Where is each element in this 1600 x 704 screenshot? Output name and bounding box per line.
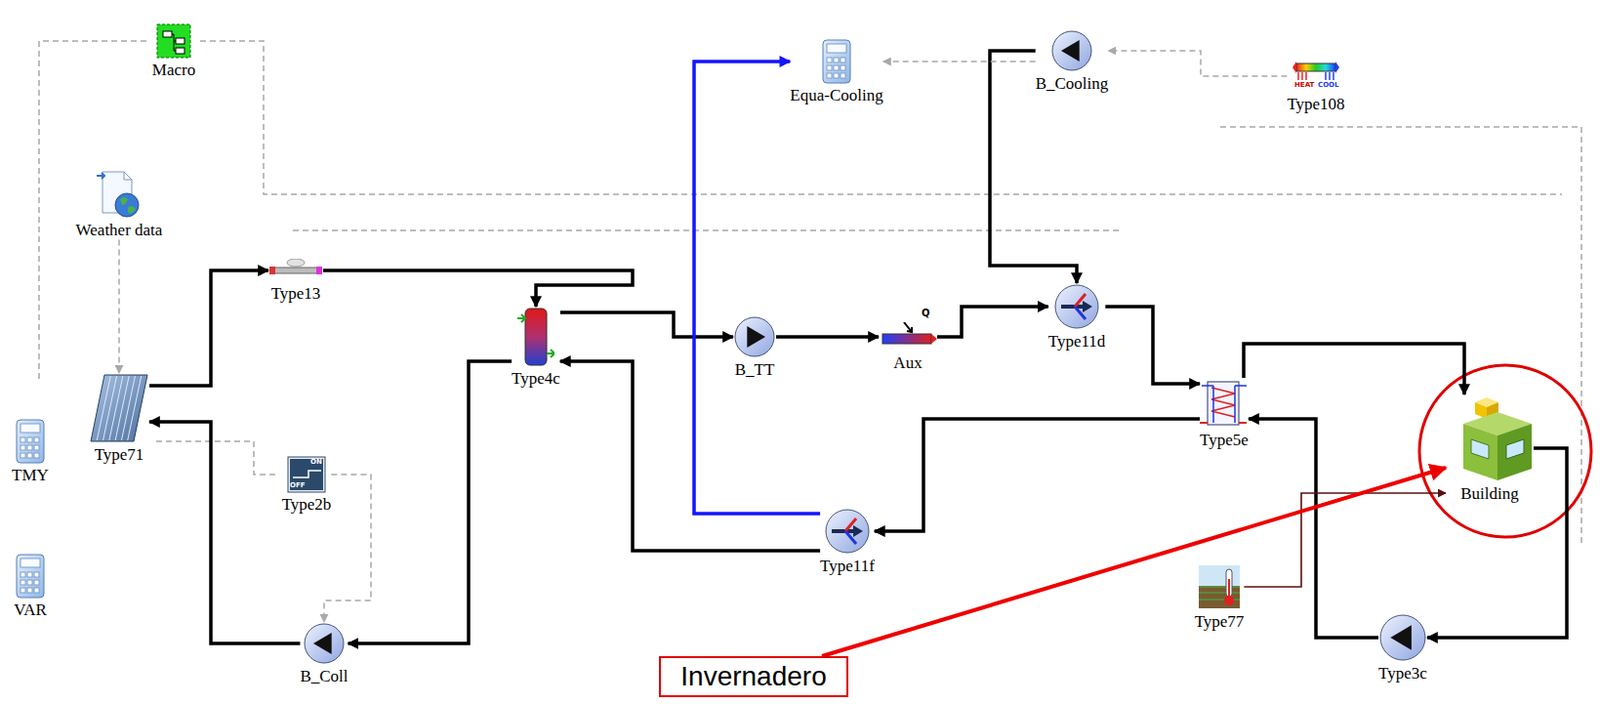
component-label: Type77 [1194, 612, 1245, 632]
control-connector [118, 240, 121, 373]
pump-icon [733, 315, 777, 359]
icon-text: COOL [1317, 82, 1340, 89]
icon-text: HEAT [1294, 82, 1314, 89]
component-macro: Macro [152, 23, 196, 81]
component-pump: Type3c [1378, 613, 1428, 684]
diverter-icon [823, 507, 871, 555]
ground-icon [1196, 563, 1242, 611]
component-label: B_Coll [299, 666, 348, 687]
component-label: Building [1460, 484, 1519, 504]
weather-icon [94, 169, 144, 219]
component-pump: B_Cooling [1035, 29, 1109, 94]
component-label: Type5e [1199, 430, 1249, 451]
pipe-connector [348, 361, 513, 644]
pipe-connector [560, 361, 821, 551]
component-label: B_TT [735, 360, 776, 380]
control-connector [1107, 50, 1287, 77]
heater-icon [878, 322, 938, 352]
component-label: Type11f [820, 556, 875, 576]
component-hx: Type5e [1199, 377, 1249, 451]
component-label: Invernadero [680, 660, 826, 693]
callout-box: Invernadero [658, 656, 848, 698]
component-label: Weather data [76, 220, 164, 241]
pump-icon [1378, 613, 1428, 662]
pipe-connector [323, 270, 633, 307]
component-ground: Type77 [1194, 563, 1245, 632]
component-collector: Type71 [88, 372, 150, 465]
component-weather: Weather data [76, 169, 164, 241]
pipe-icon [268, 258, 324, 283]
component-label: Type11d [1048, 331, 1107, 352]
calc-icon [14, 418, 46, 464]
pipe-connector [937, 306, 1049, 337]
component-label: Type108 [1286, 94, 1345, 115]
component-label: Type3c [1378, 663, 1428, 684]
pipe-connector [1243, 492, 1446, 587]
component-label: Type4c [511, 369, 561, 389]
component-label: Type2b [282, 494, 332, 515]
control-connector [883, 60, 1036, 63]
pump-icon [1050, 29, 1094, 73]
component-label: B_Cooling [1035, 74, 1109, 94]
component-calc: TMY [11, 418, 49, 486]
icon-text: OFF [289, 482, 306, 490]
icon-text: Q [921, 308, 931, 319]
component-pipe: Type13 [268, 258, 324, 304]
pipe-connector [694, 61, 821, 514]
component-label: Equa-Cooling [789, 85, 883, 106]
component-heater: Aux [878, 322, 938, 373]
component-pump: B_Coll [299, 621, 348, 687]
hx-icon [1199, 377, 1249, 429]
control-line [292, 229, 1123, 232]
component-label: TMY [11, 465, 49, 486]
component-label: Aux [893, 353, 922, 373]
calc-icon [820, 39, 853, 84]
component-diverter: Type11d [1048, 283, 1107, 352]
pipe-connector [874, 418, 1200, 532]
component-label: VAR [13, 600, 47, 620]
pipe-connector [1248, 418, 1379, 638]
component-calc: Equa-Cooling [789, 39, 883, 106]
calc-icon [14, 553, 46, 599]
pipe-connector [149, 270, 269, 386]
pipe-connector [821, 467, 1446, 657]
collector-icon [88, 372, 150, 444]
pipe-connector [1105, 306, 1200, 384]
macro-icon [156, 23, 192, 59]
control-line [1220, 126, 1582, 547]
pipe-connector [560, 312, 734, 337]
component-calc: VAR [13, 553, 47, 620]
pipe-connector [776, 334, 879, 339]
component-label: Type13 [271, 284, 322, 304]
control-line [200, 41, 1562, 195]
pipe-connector [1243, 343, 1465, 395]
component-tank: Type4c [511, 306, 561, 389]
pump-icon [302, 621, 346, 665]
control-line [156, 441, 278, 475]
diverter-icon [1053, 283, 1101, 330]
component-label: Macro [152, 60, 196, 81]
building-icon [1445, 394, 1534, 483]
component-label: Type71 [94, 445, 145, 465]
component-pump: B_TT [733, 315, 777, 380]
component-diverter: Type11f [820, 507, 875, 576]
component-building: Building [1445, 394, 1534, 504]
control-line [39, 41, 147, 381]
component-controller: Type2b [282, 455, 332, 515]
icon-text: ON [310, 458, 323, 466]
pipe-connector [149, 421, 300, 644]
tank-icon [517, 306, 555, 368]
